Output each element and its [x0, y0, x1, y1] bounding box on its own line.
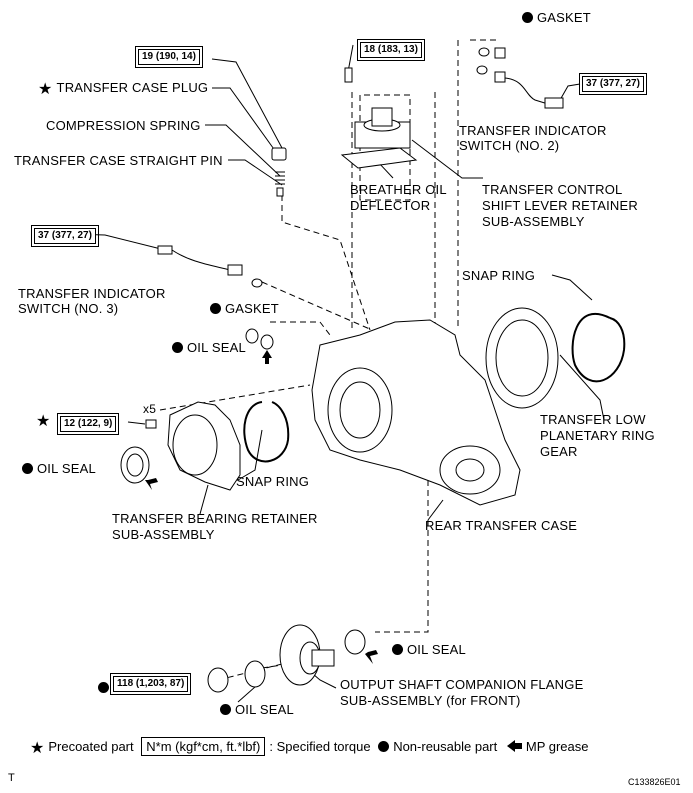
- oil-seal-mid-label: OIL SEAL: [187, 340, 246, 355]
- torque-sw2: 37 (377, 27): [579, 73, 647, 95]
- dot-icon: [98, 682, 109, 693]
- torque-plug: 19 (190, 14): [135, 46, 203, 68]
- breather-label-1: BREATHER OIL: [350, 182, 447, 197]
- gasket-top-label: GASKET: [537, 10, 591, 25]
- dot-icon: [522, 12, 533, 23]
- breather-label-2: DEFLECTOR: [350, 198, 431, 213]
- oil-seal-right-label: OIL SEAL: [407, 642, 466, 657]
- legend-precoated: Precoated part: [48, 739, 134, 754]
- rear-transfer-case-part: [311, 319, 521, 506]
- indicator-sw2-label-2: SWITCH (NO. 2): [459, 138, 560, 153]
- star-icon: ★: [36, 413, 51, 430]
- torque-sw3: 37 (377, 27): [31, 225, 99, 247]
- dot-icon: [220, 704, 231, 715]
- low-ring-label-1: TRANSFER LOW: [540, 412, 646, 427]
- dot-icon: [22, 463, 33, 474]
- indicator-sw3-label-1: TRANSFER INDICATOR: [18, 286, 166, 301]
- legend-specified: : Specified torque: [269, 739, 371, 754]
- transfer-case-plug-label: TRANSFER CASE PLUG: [56, 80, 209, 95]
- dot-icon: [210, 303, 221, 314]
- star-icon: ★: [38, 81, 53, 98]
- figure-code: C133826E01: [628, 777, 681, 787]
- bearing-retainer-label-1: TRANSFER BEARING RETAINER: [112, 511, 318, 526]
- dot-icon: [378, 741, 390, 752]
- control-label-1: TRANSFER CONTROL: [482, 182, 623, 197]
- legend: ★Precoated part N*m (kgf*cm, ft.*lbf): S…: [30, 737, 589, 758]
- torque-flange-nut: 118 (1,203, 87): [109, 673, 192, 695]
- bolt-count-label: x5: [143, 402, 157, 416]
- low-ring-label-2: PLANETARY RING: [540, 428, 655, 443]
- corner-mark-left: T: [8, 772, 15, 784]
- legend-mp-grease: MP grease: [525, 739, 589, 754]
- legend-non-reusable: Non-reusable part: [393, 739, 498, 754]
- control-label-2: SHIFT LEVER RETAINER: [482, 198, 638, 213]
- dot-icon: [172, 342, 183, 353]
- flange-label-2: SUB-ASSEMBLY (for FRONT): [340, 693, 521, 708]
- indicator-sw2-label-1: TRANSFER INDICATOR: [459, 123, 607, 138]
- low-ring-label-3: GEAR: [540, 444, 578, 459]
- torque-breather: 18 (183, 13): [357, 39, 425, 61]
- dot-icon: [392, 644, 403, 655]
- indicator-sw3-label-2: SWITCH (NO. 3): [18, 301, 119, 316]
- straight-pin-label: TRANSFER CASE STRAIGHT PIN: [14, 153, 223, 168]
- snap-ring-right-label: SNAP RING: [462, 268, 536, 283]
- control-label-3: SUB-ASSEMBLY: [482, 214, 585, 229]
- legend-torque-units: N*m (kgf*cm, ft.*lbf): [141, 737, 266, 756]
- transfer-case-plug-part: [271, 147, 287, 161]
- rear-case-label: REAR TRANSFER CASE: [425, 518, 578, 533]
- gasket-mid-label: GASKET: [225, 301, 279, 316]
- flange-label-1: OUTPUT SHAFT COMPANION FLANGE: [340, 677, 584, 692]
- snap-ring-left-label: SNAP RING: [236, 474, 310, 489]
- star-icon: ★: [30, 740, 45, 757]
- oil-seal-bottom-label: OIL SEAL: [235, 702, 294, 717]
- oil-seal-left-label: OIL SEAL: [37, 461, 96, 476]
- compression-spring-label: COMPRESSION SPRING: [46, 118, 201, 133]
- grease-arrow-icon: [506, 740, 515, 752]
- torque-retainer-bolt: 12 (122, 9): [56, 413, 120, 435]
- bearing-retainer-label-2: SUB-ASSEMBLY: [112, 527, 215, 542]
